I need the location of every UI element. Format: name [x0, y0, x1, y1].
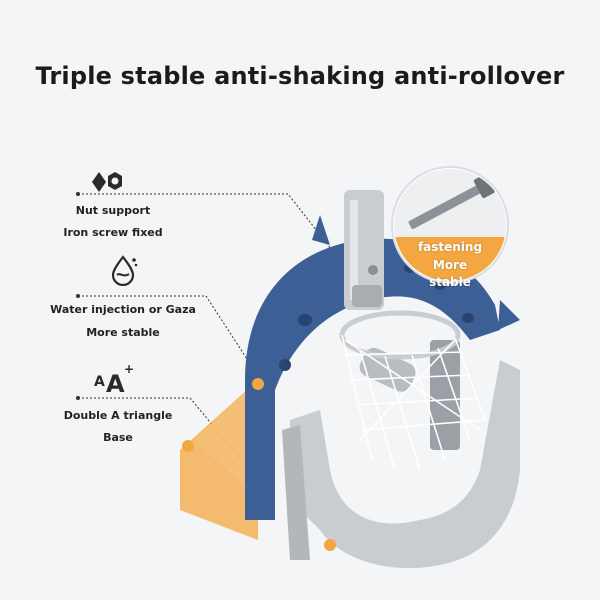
feature-nut-line1: Nut support: [75, 204, 151, 217]
svg-text:A: A: [106, 370, 125, 394]
feature-water-line1: Water injection or Gaza: [50, 303, 196, 316]
feature-nut-line2: Iron screw fixed: [63, 226, 163, 239]
callout-line1: fastening: [417, 240, 483, 254]
feature-base-line1: Double A triangle: [63, 409, 173, 422]
net: [341, 334, 486, 471]
headline: Triple stable anti-shaking anti-rollover: [35, 62, 565, 90]
feature-base-line2: Base: [103, 431, 133, 444]
callout-line3: stable: [429, 275, 471, 289]
svg-text:A: A: [94, 374, 105, 390]
letter-a-icon: A A +: [94, 362, 134, 394]
feature-water-line2: More stable: [86, 326, 160, 339]
svg-text:+: +: [124, 362, 134, 376]
nut-bolt-icon: [92, 172, 122, 192]
gray-base: [290, 360, 520, 569]
callout-line2: More: [432, 258, 468, 272]
water-drop-icon: [111, 255, 138, 286]
blue-frame: [245, 238, 500, 520]
